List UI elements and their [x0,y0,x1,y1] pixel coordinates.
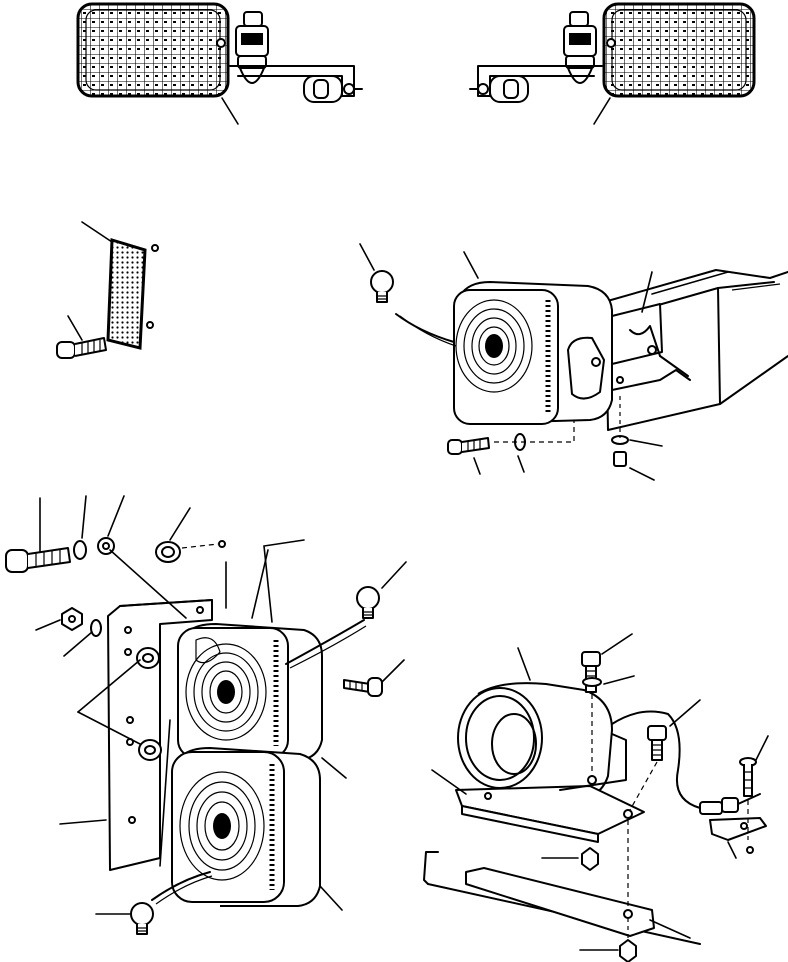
grommet [138,739,162,761]
double-signal-lamp-assembly [5,495,407,935]
nut [613,451,627,467]
bolt [56,337,107,359]
bolt [343,677,383,697]
beacon-lamp-mount [423,633,769,962]
upper-signal-lamp [177,623,323,761]
bolt [5,547,71,573]
washer [90,619,102,637]
work-lamp-lens [602,2,756,98]
washer [582,677,602,687]
lens-rings [455,299,533,393]
nut [581,847,599,871]
left-work-lamp [76,2,363,125]
right-work-lamp [469,2,756,125]
reflector-plate [106,238,147,350]
washer [73,540,87,560]
connector [699,801,723,815]
grommet [155,541,181,563]
bulb [130,902,154,935]
beacon-lens [457,687,543,789]
nut [619,939,637,962]
leader-line [221,97,239,125]
nut [61,607,83,631]
grommet [136,647,160,669]
reflector [56,221,159,359]
bulb [370,270,394,303]
work-lamp-lens [76,2,230,98]
bulb [356,586,380,619]
bolt [739,757,757,797]
bracket-mounted-signal-lamp [359,243,788,481]
lamp-adjust-screw [216,38,226,48]
bolt [447,437,490,455]
bolt [647,725,667,761]
lower-signal-lamp [171,747,321,907]
